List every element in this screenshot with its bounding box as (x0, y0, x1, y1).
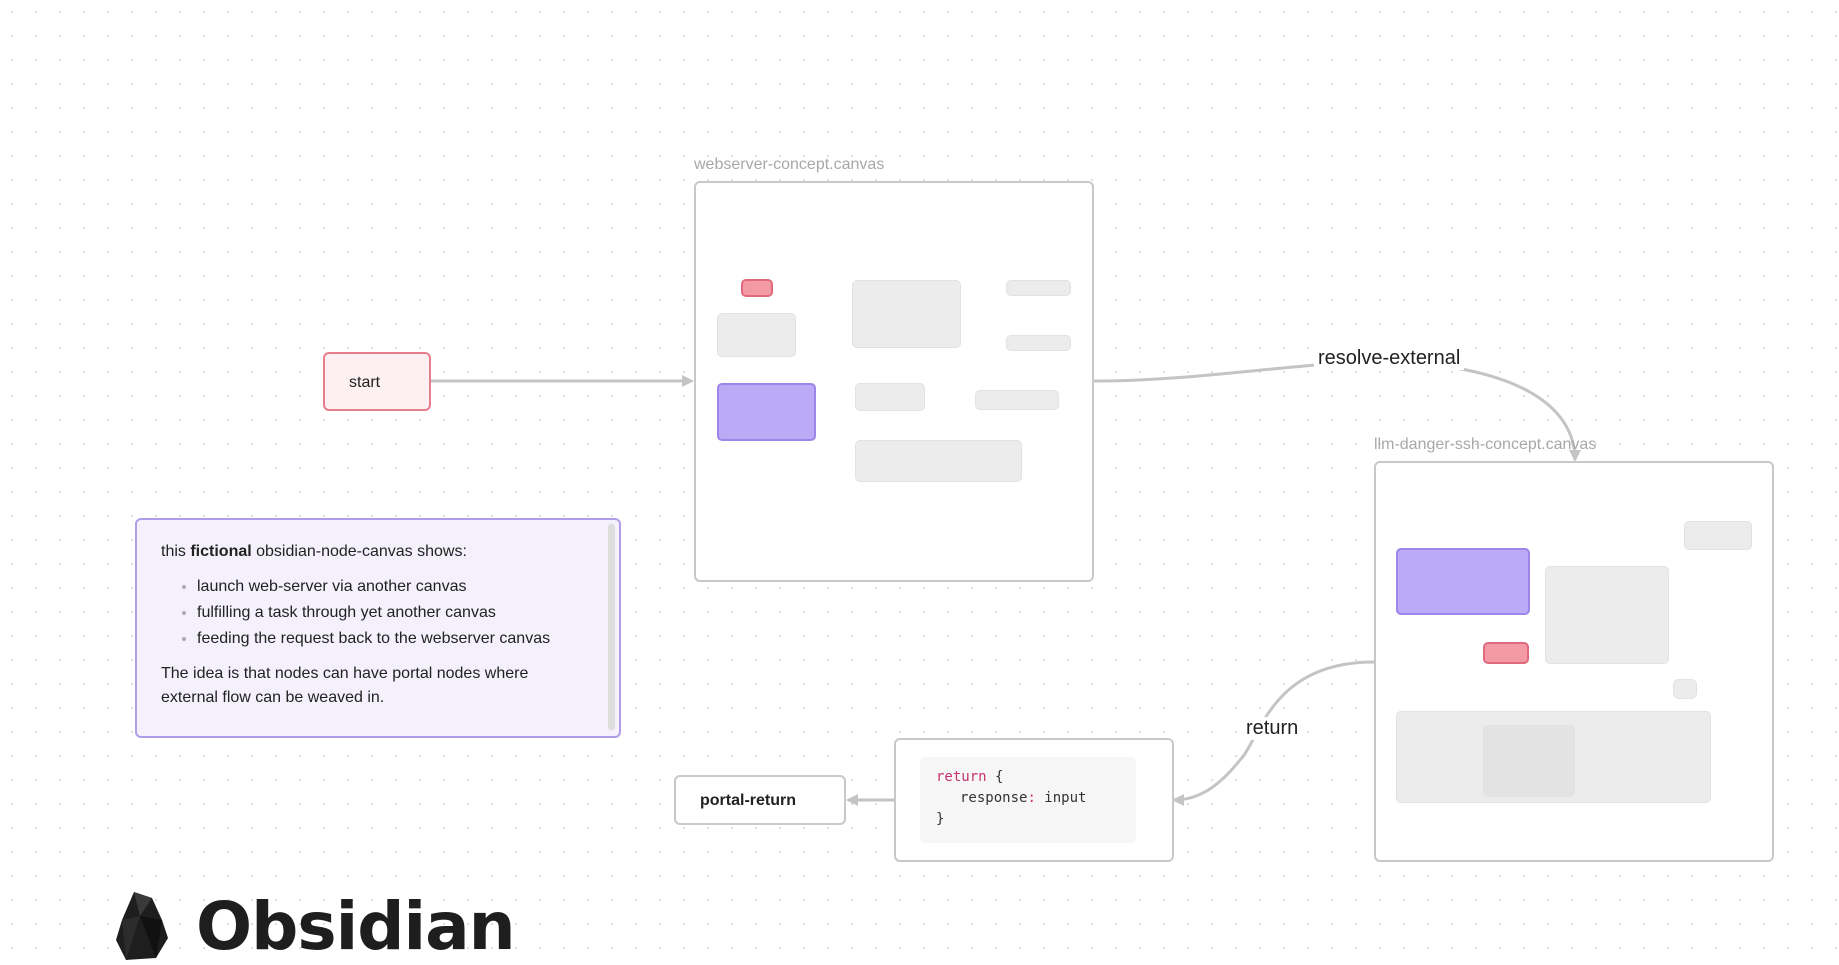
note-scrollbar[interactable] (608, 524, 615, 730)
note-intro: this fictional obsidian-node-canvas show… (161, 543, 467, 560)
note-outro: The idea is that nodes can have portal n… (161, 665, 529, 706)
note-list-item: fulfilling a task through yet another ca… (197, 600, 581, 626)
code-block: return { response: input } (920, 757, 1136, 843)
note-node[interactable]: this fictional obsidian-node-canvas show… (135, 518, 621, 738)
webserver-preview-node (1006, 335, 1071, 351)
code-brace-open: { (986, 769, 1004, 785)
webserver-preview-node (855, 383, 925, 411)
webserver-group-title: webserver-concept.canvas (694, 156, 885, 173)
llm-preview-red-node (1483, 642, 1529, 664)
llm-preview-node (1545, 566, 1669, 664)
start-node[interactable]: start (323, 352, 431, 411)
code-node[interactable]: return { response: input } (894, 738, 1174, 862)
edge-label-return: return (1242, 717, 1303, 740)
llm-group-title: llm-danger-ssh-concept.canvas (1374, 436, 1597, 453)
note-list: launch web-server via another canvas ful… (161, 574, 581, 652)
llm-preview-purple-node (1396, 548, 1530, 615)
webserver-group[interactable] (694, 181, 1094, 582)
webserver-preview-purple-node (717, 383, 816, 441)
obsidian-logo-icon (116, 892, 168, 960)
webserver-preview-node (1006, 280, 1071, 296)
webserver-preview-node (852, 280, 961, 348)
portal-return-label: portal-return (700, 792, 796, 809)
portal-return-node[interactable]: portal-return (674, 775, 846, 825)
code-prop: response (960, 790, 1028, 806)
code-colon: : (1027, 790, 1036, 806)
code-value: input (1035, 790, 1087, 806)
code-brace-close: } (936, 811, 945, 827)
edge-label-resolve-external: resolve-external (1314, 347, 1465, 370)
webserver-preview-node (975, 390, 1059, 410)
obsidian-logo-text: Obsidian (196, 888, 516, 965)
webserver-preview-node (717, 313, 796, 357)
webserver-preview-red-node (741, 279, 773, 297)
llm-preview-node (1684, 521, 1752, 550)
llm-preview-node (1673, 679, 1697, 699)
start-node-label: start (349, 374, 381, 391)
note-list-item: feeding the request back to the webserve… (197, 626, 581, 652)
code-keyword: return (936, 769, 987, 785)
edge-return (1172, 660, 1375, 806)
webserver-preview-node (855, 440, 1022, 482)
note-list-item: launch web-server via another canvas (197, 574, 581, 600)
llm-preview-node (1483, 725, 1575, 797)
note-content: this fictional obsidian-node-canvas show… (161, 540, 581, 710)
